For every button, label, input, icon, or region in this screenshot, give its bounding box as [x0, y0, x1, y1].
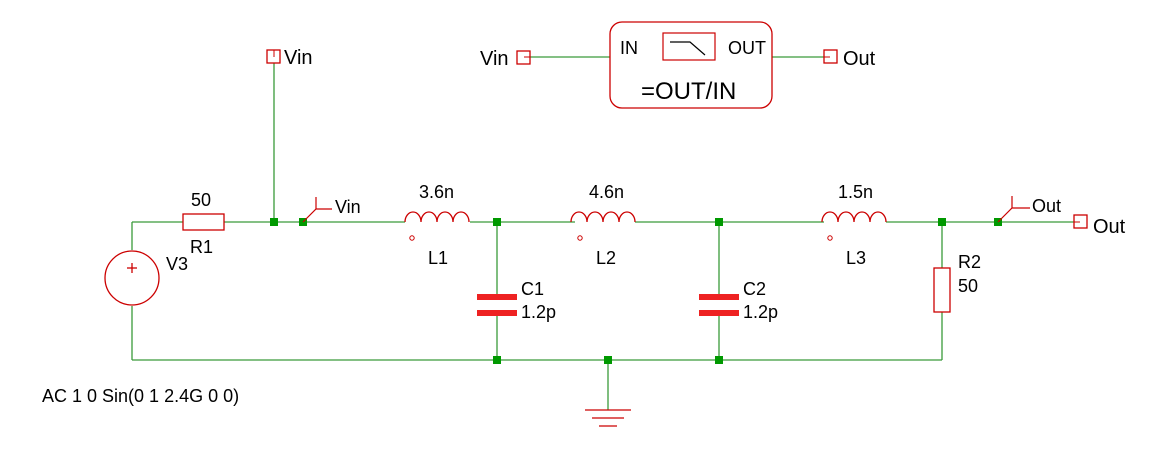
port-vin-block-label: Vin	[480, 48, 509, 70]
c2-value: 1.2p	[743, 302, 778, 322]
probe-flag-icon	[302, 197, 332, 223]
l1-name: L1	[428, 248, 448, 268]
inductor-l3[interactable]: 1.5n L3	[821, 182, 887, 268]
probe-out[interactable]: Out	[997, 196, 1061, 223]
inductor-l1[interactable]: 3.6n L1	[404, 182, 470, 268]
l1-value: 3.6n	[419, 182, 454, 202]
port-out-block-label: Out	[843, 48, 876, 70]
r2-name: R2	[958, 252, 981, 272]
resistor-r1[interactable]: 50 R1	[182, 190, 225, 257]
l3-name: L3	[846, 248, 866, 268]
transfer-function-block[interactable]: IN OUT =OUT/IN	[609, 21, 773, 109]
capacitor-c1[interactable]: C1 1.2p	[477, 279, 556, 322]
r1-value: 50	[191, 190, 211, 210]
source-spec: AC 1 0 Sin(0 1 2.4G 0 0)	[42, 386, 239, 406]
inductor-l2[interactable]: 4.6n L2	[570, 182, 636, 268]
port-vin-top[interactable]: Vin	[266, 47, 313, 69]
port-out-right[interactable]: Out	[1073, 214, 1126, 238]
block-in-label: IN	[620, 38, 638, 58]
port-vin-block[interactable]: Vin	[480, 48, 531, 70]
l3-value: 1.5n	[838, 182, 873, 202]
block-expression: =OUT/IN	[641, 78, 736, 105]
l2-name: L2	[596, 248, 616, 268]
port-out-right-label: Out	[1093, 216, 1126, 238]
r1-name: R1	[190, 237, 213, 257]
lowpass-filter-icon	[662, 32, 716, 61]
c1-name: C1	[521, 279, 544, 299]
source-name: V3	[166, 254, 188, 274]
c2-name: C2	[743, 279, 766, 299]
port-out-block[interactable]: Out	[823, 48, 876, 70]
plus-icon	[127, 263, 137, 273]
port-vin-top-label: Vin	[284, 47, 313, 69]
probe-out-label: Out	[1032, 196, 1061, 216]
capacitor-c2[interactable]: C2 1.2p	[699, 279, 778, 322]
r2-value: 50	[958, 276, 978, 296]
l2-value: 4.6n	[589, 182, 624, 202]
resistor-r2[interactable]: R2 50	[933, 252, 981, 313]
voltage-source-v3[interactable]: V3	[104, 250, 188, 306]
c1-value: 1.2p	[521, 302, 556, 322]
block-out-label: OUT	[728, 38, 766, 58]
probe-flag-icon	[997, 196, 1030, 223]
probe-vin-label: Vin	[335, 197, 361, 217]
probe-vin[interactable]: Vin	[302, 197, 361, 223]
junction-nodes	[270, 218, 1002, 364]
wires	[131, 56, 1074, 410]
ground-icon	[585, 409, 631, 427]
